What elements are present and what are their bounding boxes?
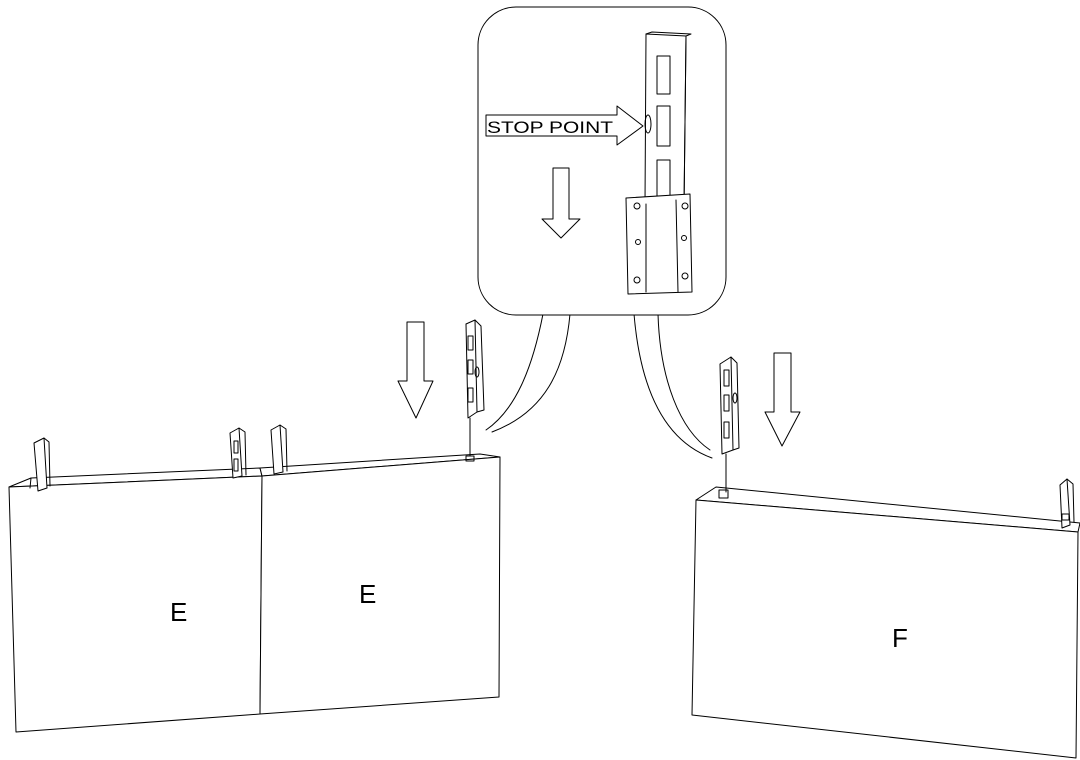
top-post-1 — [33, 437, 51, 492]
callout-down-arrow — [541, 167, 581, 239]
callout-tail-right — [633, 313, 713, 459]
top-post-3 — [270, 424, 288, 475]
right-panel-assembly: F — [691, 352, 1080, 759]
bracket-detail — [625, 31, 693, 295]
detail-callout: STOP POINT — [477, 6, 727, 459]
top-post-right — [1059, 478, 1075, 529]
callout-tail-left — [485, 313, 571, 433]
down-arrow-right — [764, 352, 801, 447]
panel-e-left — [8, 475, 263, 733]
down-arrow-left — [397, 321, 434, 419]
panel-label-right: F — [892, 623, 908, 653]
panel-label-left: E — [170, 597, 187, 627]
top-post-2 — [229, 427, 247, 479]
panel-f — [691, 499, 1079, 759]
panel-label-middle: E — [359, 579, 376, 609]
stop-point-label: STOP POINT — [487, 118, 613, 137]
panel-e-middle — [259, 456, 501, 715]
small-bracket-right — [719, 356, 740, 493]
small-bracket-left — [465, 319, 485, 462]
left-panel-assembly: E E — [8, 319, 501, 733]
stop-point-arrow: STOP POINT — [485, 105, 644, 146]
